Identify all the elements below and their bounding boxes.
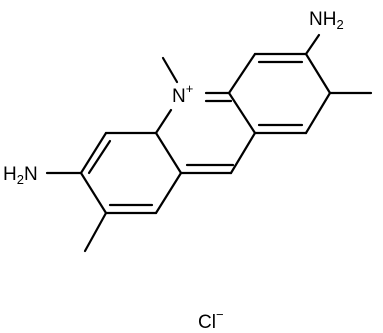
- bond: [154, 131, 183, 175]
- amino-n-label: N: [23, 164, 38, 185]
- bond: [154, 171, 183, 215]
- bond: [304, 52, 332, 95]
- amino-group-left: H2N: [3, 164, 38, 187]
- bond-methyl-left: [83, 211, 108, 253]
- amino-group-top-right: NH2: [309, 9, 344, 32]
- chloride-ion: Cl−: [198, 308, 224, 333]
- amino-h-label: H: [322, 9, 337, 30]
- ring-n-charge: +: [185, 81, 194, 96]
- bond: [79, 131, 108, 175]
- ring-nitrogen-cation: N+: [172, 82, 193, 107]
- bond: [87, 139, 112, 175]
- bond: [154, 108, 173, 135]
- bond-n-methyl: [161, 56, 179, 84]
- bond: [227, 52, 257, 95]
- bond-amino-top: [304, 33, 321, 56]
- amino-n-label: N: [309, 9, 323, 30]
- chloride-charge: −: [215, 307, 224, 322]
- ring-n-label: N: [172, 86, 186, 107]
- amino-h-count: 2: [336, 17, 344, 32]
- amino-h-label: H: [3, 164, 17, 185]
- bond: [304, 91, 332, 135]
- amino-h-count: 2: [16, 172, 24, 187]
- bond: [227, 91, 257, 135]
- bond: [229, 131, 257, 175]
- chloride-label: Cl: [198, 312, 216, 333]
- bond: [79, 171, 108, 215]
